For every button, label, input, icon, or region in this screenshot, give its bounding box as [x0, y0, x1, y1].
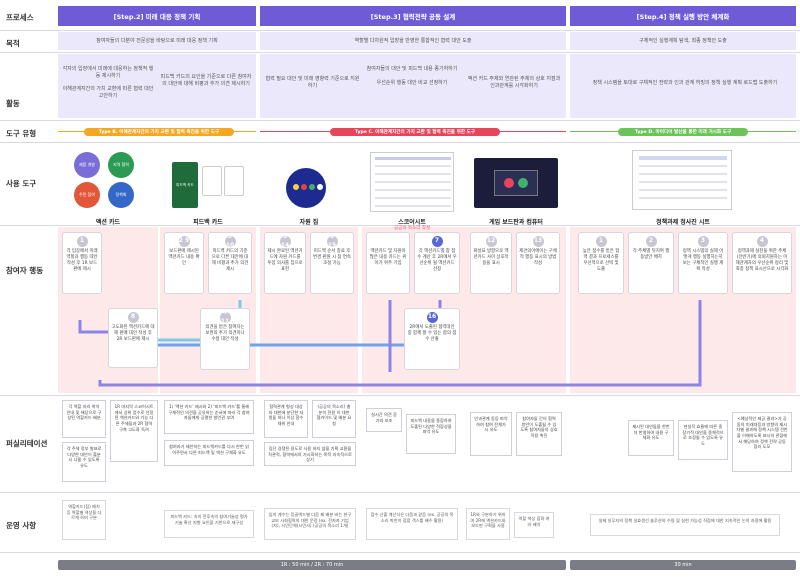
facilitation-note: 각 역할 자리 착석 안내 및 해당으로 구성된 역할카드 배분	[62, 400, 106, 438]
step2-purpose: 참여자들의 다분야 전문성을 바탕으로 미래 대응 정책 기획	[96, 38, 218, 44]
facilitation-note: 협력관계 형성 대상자 대한에 분단한 자원들 하나 이상 함수 채워 안내	[264, 400, 308, 438]
tool-scoresheet: 스코어시트	[398, 219, 426, 226]
action-card-illustration: 제품 개발 지역 협력 주민 참여 정책화	[68, 148, 148, 212]
tool-type-b: Type B. 이해관계자간의 가치 교환 및 협력 촉진을 위한 도구	[84, 128, 234, 136]
operation-note: 실제 실무자의 정책 실효생선 솔루션의 수용 및 실현 가능성 직접에 대한 …	[590, 514, 780, 536]
row-label-purpose: 목적	[6, 39, 20, 48]
policy-sheet-illustration	[632, 150, 732, 210]
row-label-process: 프로세스	[6, 13, 34, 22]
step3-purpose: 역할별 다차원적 입장을 반영한 통합적인 협력 대안 도출	[354, 38, 472, 44]
timebar-step2-3: 1R : 50 min / 2R : 70 min	[58, 560, 566, 570]
feedback-card-cover: 피드백 카드	[172, 162, 198, 208]
participant-card: 12 화살표 방향으로 액션카드 사이 상호작용을 표시	[470, 232, 512, 294]
activity-1: 각자의 입장에서 미래에 대응하는 정책적 행동 제시하기 이해관계자간의 가치…	[62, 66, 154, 99]
step4-header: [Step.4] 정책 실행 방안 체계화	[570, 6, 796, 26]
participant-card: 1 높은 점수를 받은 협력 결과 프로세스를 우선적으로 선택 및 도출	[578, 232, 624, 294]
facilitation-note: (공공의 목소리) 충분히 전원 이 대한 협카이드 및 배분 요청	[312, 400, 356, 438]
facilitation-note: 집단 경쟁된 용도로 사용 하지 않을 기획 교환을 직관적, 협력에서의 가시…	[264, 442, 356, 466]
facilitation-note: 인과관계 동등 파악하여 참여 전체가 시 유도	[470, 412, 512, 456]
participant-card: 7 각 액션카드별 참 점수 계산 후 2R에서 우선순위 될 액션카드 선정	[414, 232, 460, 294]
participant-card: 3 10 피드백 카드의 기준으로 다른 대안에 대해 비평과 추가 의견 제시	[208, 232, 252, 294]
facilitation-note: 참여자들 간의 협력 방안이 도출될 수 있도록 참여자들의 상호작용 촉진	[516, 412, 562, 456]
participant-card: 4 11 의견을 받은 참여자는 보완의 추가 의견미나 수정 대안 작성	[200, 308, 250, 370]
activity-2: 피드백 카드의 요인을 기준으로 다른 참여자의 대안에 대해 비평과 추가 의…	[160, 74, 252, 87]
participant-card: 8 고도화된 액션카드에 대해 판매 대안 작성 후 2R 보드판에 제시	[108, 308, 158, 368]
facilitation-note: 피드백 내용을 종합하여 도출된 다양한 적합성을 파악 유도	[406, 414, 456, 454]
participant-card: 3 정책 시스템의 실제 어떻게 행동 실행하는지 보는 구체적인 실행 계획 …	[678, 232, 728, 294]
tool-type-c: Type C. 이해관계자간의 가치 교환 및 협력 촉진을 위한 도구	[330, 128, 500, 136]
facilitation-note: 현실적 효율에 따른 중장기적 대안을 종체적으로 조정될 수 있도록 유도	[678, 420, 728, 460]
action-chip-2: 지역 협력	[108, 152, 134, 178]
action-chip-1: 제품 개발	[74, 152, 100, 178]
operation-note: 1R와 구분하기 위하여 2R에 액션카드와 보드판 구획을 사용	[466, 508, 510, 540]
feedback-card-illustration: 피드백 카드	[170, 160, 248, 212]
participant-card: 2 9 보드판에 제시된 액션카드 내용 확인	[164, 232, 204, 294]
facilitation-note: 1) '액션 카드' 제시와 2) '피드백 카드'를 통해 구체적인 의견을 …	[164, 400, 254, 434]
participant-card: 액션카드 및 자원이 많은 내용 카드는 퀴아가 위주 기입	[366, 232, 410, 294]
operation-note: 역할카드(집) 매치 등 역할별 색상을 다르게 하여 구분	[62, 500, 106, 540]
participant-card: 1 각 입장에서 미래 역할과 행동 대안 작성 후 1R 보드판에 제시	[62, 232, 102, 294]
facilitation-note: 실시간 의견 증가와 보조	[366, 408, 402, 432]
activity-4: 참여자들의 대안 및 피드백 내용 종기하하기 우선순위 행동 대안 비교 선정…	[366, 66, 458, 86]
row-label-participant: 참여자 행동	[6, 266, 44, 275]
activity-3: 협력 필요 대안 및 미래 영향력 기준으로 지원하기	[265, 76, 360, 89]
row-label-facilitation: 퍼실리테이션	[6, 439, 48, 448]
operation-note: 피드백 카드: 속의 전후속의 참여기술성 평가 기술 확산 지향 요인을 기반…	[164, 510, 254, 538]
tool-scoresheet-sub: 공공의 목소리 작성	[394, 226, 430, 231]
tool-type-d: Type D. 아이디어 발산을 통한 미래 거시화 도구	[618, 128, 748, 136]
step3-header: [Step.3] 협력전략 공동 설계	[260, 6, 566, 26]
row-label-activity: 활동	[6, 99, 20, 108]
facilitation-note: <예상적인 제공 결과>가 공동의 미래대응과 방향의 제시 차별 결과에 정책…	[732, 412, 792, 472]
activity-6: 정책 시스템을 토대로 구체적인 전략과 인과 관계 허밍의 정책 실행 계획 …	[592, 80, 778, 86]
tool-feedback-card: 피드백 카드	[193, 219, 223, 226]
timebar-step4: 30 min	[570, 560, 796, 570]
row-label-tools: 사용 도구	[6, 179, 37, 188]
row-label-tool-type: 도구 유형	[6, 129, 37, 138]
facilitation-note: 제시된 대안들을 한번 더 반영하여 내용 구체화 유도	[628, 420, 674, 456]
participant-card: 6 15 피드백 순서 종료 후 변경 판원 시 참 연속 조정 가능	[310, 232, 354, 294]
tool-resource-set: 자원 집	[299, 219, 319, 226]
activity-5: 액션 카드 주제와 연관된 주체의 상호 지점과 인과관계를 시각화하기	[467, 76, 561, 89]
participant-card: 2 각 주체별 뒤지며 행동방안 배치	[628, 232, 674, 294]
participant-card: 13 제관의이에이는 구체적 행동 표시의 방법 작성	[516, 232, 560, 294]
scoresheet-illustration	[370, 152, 454, 212]
participant-card: 16 2R에서 도출된 협력대안 중 함께 할 수 있는 합의 점수 산출	[404, 308, 460, 370]
action-chip-3: 주민 참여	[74, 182, 100, 208]
step4-purpose: 구체적인 실행계획 탐색, 최종 정책안 도출	[639, 38, 727, 44]
facilitation-note: 각 주체 정부 발표로 다양한 대안이 출분 시 나올 수 있도록 유도	[62, 442, 106, 482]
action-chip-4: 정책화	[108, 182, 134, 208]
participant-card: 4 정책과제 실천을 위한 주체(전반기)에 의뢰지원하는 이해관계자의 우선순…	[732, 232, 792, 294]
facilitation-note: 참여자가 제안하는 피드백카드를 다시 한번 읽어주면서 다른 피드백 및 액션…	[164, 440, 254, 466]
tool-policy-sheet: 정책과제 정사진 시트	[656, 219, 710, 226]
step2-header: [Step.2] 미래 대응 정책 기획	[58, 6, 256, 26]
facilitation-note: 1R 마지막 스코어시트에서 상위 점수로 선정된 액션카드와 기능 다른 주체…	[110, 400, 158, 462]
game-board-illustration	[474, 158, 558, 208]
operation-note: 임의 계수는 응골액드별 다음 제 배분 바는 현구교보 사회협력의 대한 문정…	[264, 508, 356, 540]
tool-game-board: 게임 보드판과 컴퓨터	[489, 219, 543, 226]
operation-note: 역할 색상 점화 여러 배치	[514, 512, 554, 538]
row-label-operation: 운영 사항	[6, 521, 37, 530]
resource-set-illustration	[282, 168, 334, 208]
tool-action-card: 액션 카드	[95, 219, 121, 226]
operation-note: 점수 산출 계산식은 다음과 같음 (ex. 공공의 목소리 박힌이 접점 객스…	[366, 508, 458, 540]
participant-card: 5 14 제시 완료된 액션카드에 자원 카드를 투입 의사를 집으로 표현	[264, 232, 306, 294]
